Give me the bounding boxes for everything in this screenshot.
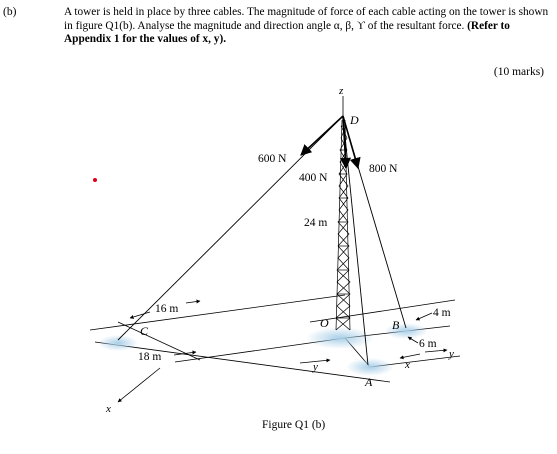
force-600-arrow xyxy=(300,115,344,156)
z-axis-label: z xyxy=(338,85,344,97)
dim-16-arrow xyxy=(185,299,201,304)
lattice-tower xyxy=(335,119,351,331)
dim-6-arrow xyxy=(407,336,419,344)
question-text-main: A tower is held in place by three cables… xyxy=(64,6,549,32)
anchor-c-shadow xyxy=(98,335,138,351)
force-800-label: 800 N xyxy=(369,163,398,175)
force-600-label: 600 N xyxy=(258,153,287,165)
x-axis-right-label: x xyxy=(404,359,410,371)
force-400-label: 400 N xyxy=(299,172,328,184)
dim-4-label: 4 m xyxy=(433,307,451,319)
question-label: (b) xyxy=(3,6,17,18)
question-text: A tower is held in place by three cables… xyxy=(64,6,550,47)
dim-6-label: 6 m xyxy=(419,338,437,350)
force-400-arrow xyxy=(339,115,352,170)
dim-16-label: 16 m xyxy=(155,303,178,315)
force-800-arrow xyxy=(342,115,361,170)
y-axis-right-label: y xyxy=(448,348,454,360)
question-text-bold: (Refer to Appendix 1 for the values of x… xyxy=(64,19,510,46)
base-o-shadow xyxy=(306,327,374,349)
dim-18-label: 18 m xyxy=(138,351,161,363)
x-axis-right xyxy=(399,353,421,360)
marks-label: (10 marks) xyxy=(493,66,544,78)
height-label: 24 m xyxy=(304,217,327,229)
y-axis-right xyxy=(424,348,448,353)
origin-label: O xyxy=(320,316,329,330)
x-axis-left xyxy=(117,367,161,403)
point-c-label: C xyxy=(140,324,149,338)
red-bullet-dot xyxy=(93,178,97,182)
point-a-label: A xyxy=(364,375,373,389)
point-b-label: B xyxy=(392,318,400,332)
anchor-a-shadow xyxy=(346,358,394,376)
y-axis-mid xyxy=(299,358,331,364)
dim-18-arrow xyxy=(173,350,197,356)
dim-16-arrow-left xyxy=(129,311,151,319)
y-axis-mid-label: y xyxy=(312,361,318,373)
dim-4-arrow xyxy=(415,312,433,321)
figure-caption: Figure Q1 (b) xyxy=(262,419,326,431)
point-d-label: D xyxy=(349,113,359,127)
x-axis-left-label: x xyxy=(105,403,111,415)
anchor-b-shadow xyxy=(384,323,428,339)
